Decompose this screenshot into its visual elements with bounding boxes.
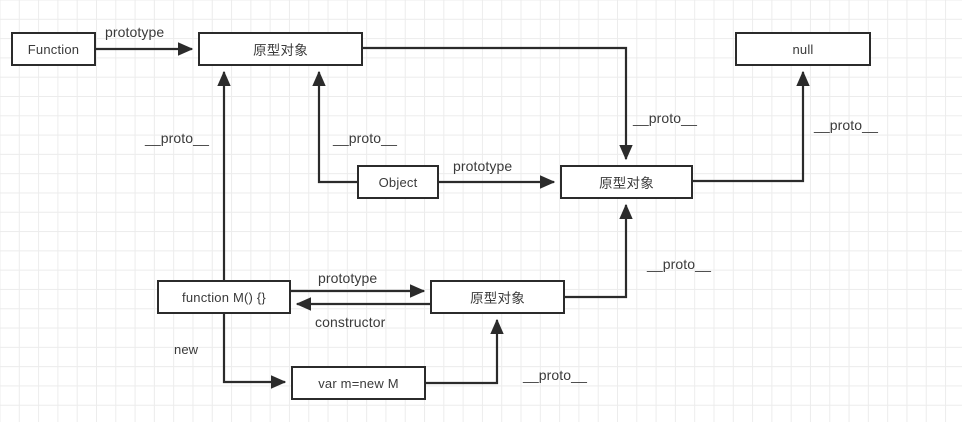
node-function-label: Function [27, 41, 80, 57]
node-function-m[interactable]: function M() {} [157, 280, 291, 314]
edge-label-instance-proto: __proto__ [523, 367, 587, 383]
node-function-m-label: function M() {} [182, 289, 266, 305]
edge-label-function-prototype: prototype [105, 24, 165, 40]
edge-label-object-prototype: prototype [453, 158, 513, 174]
connector-protom-proto [565, 203, 633, 299]
node-object-label: Object [378, 174, 418, 190]
edge-label-functionm-proto: __proto__ [145, 130, 209, 146]
node-object-prototype[interactable]: 原型对象 [560, 165, 693, 199]
edge-label-m-prototype: prototype [318, 270, 378, 286]
node-instance-m[interactable]: var m=new M [291, 366, 426, 400]
node-instance-m-label: var m=new M [318, 375, 399, 391]
node-object[interactable]: Object [357, 165, 439, 199]
edge-label-new: new [174, 342, 199, 357]
node-m-prototype[interactable]: 原型对象 [430, 280, 565, 314]
connector-instance-proto [426, 318, 504, 385]
edge-label-protoobject-null: __proto__ [814, 117, 878, 133]
node-function-prototype[interactable]: 原型对象 [198, 32, 363, 66]
edge-label-object-proto: __proto__ [333, 130, 397, 146]
connector-m-new [222, 314, 287, 389]
connector-protoobject-null [693, 70, 810, 183]
node-object-prototype-label: 原型对象 [599, 176, 654, 191]
node-m-prototype-label: 原型对象 [470, 291, 525, 306]
edge-label-protofunction-proto: __proto__ [633, 110, 697, 126]
node-function[interactable]: Function [11, 32, 96, 66]
node-null[interactable]: null [735, 32, 871, 66]
node-null-label: null [792, 41, 814, 57]
connector-protofunction-proto [363, 46, 633, 161]
connector-object-proto [312, 70, 357, 184]
edge-label-m-constructor: constructor [315, 314, 386, 330]
edge-label-protom-proto: __proto__ [647, 256, 711, 272]
node-function-prototype-label: 原型对象 [253, 43, 308, 58]
